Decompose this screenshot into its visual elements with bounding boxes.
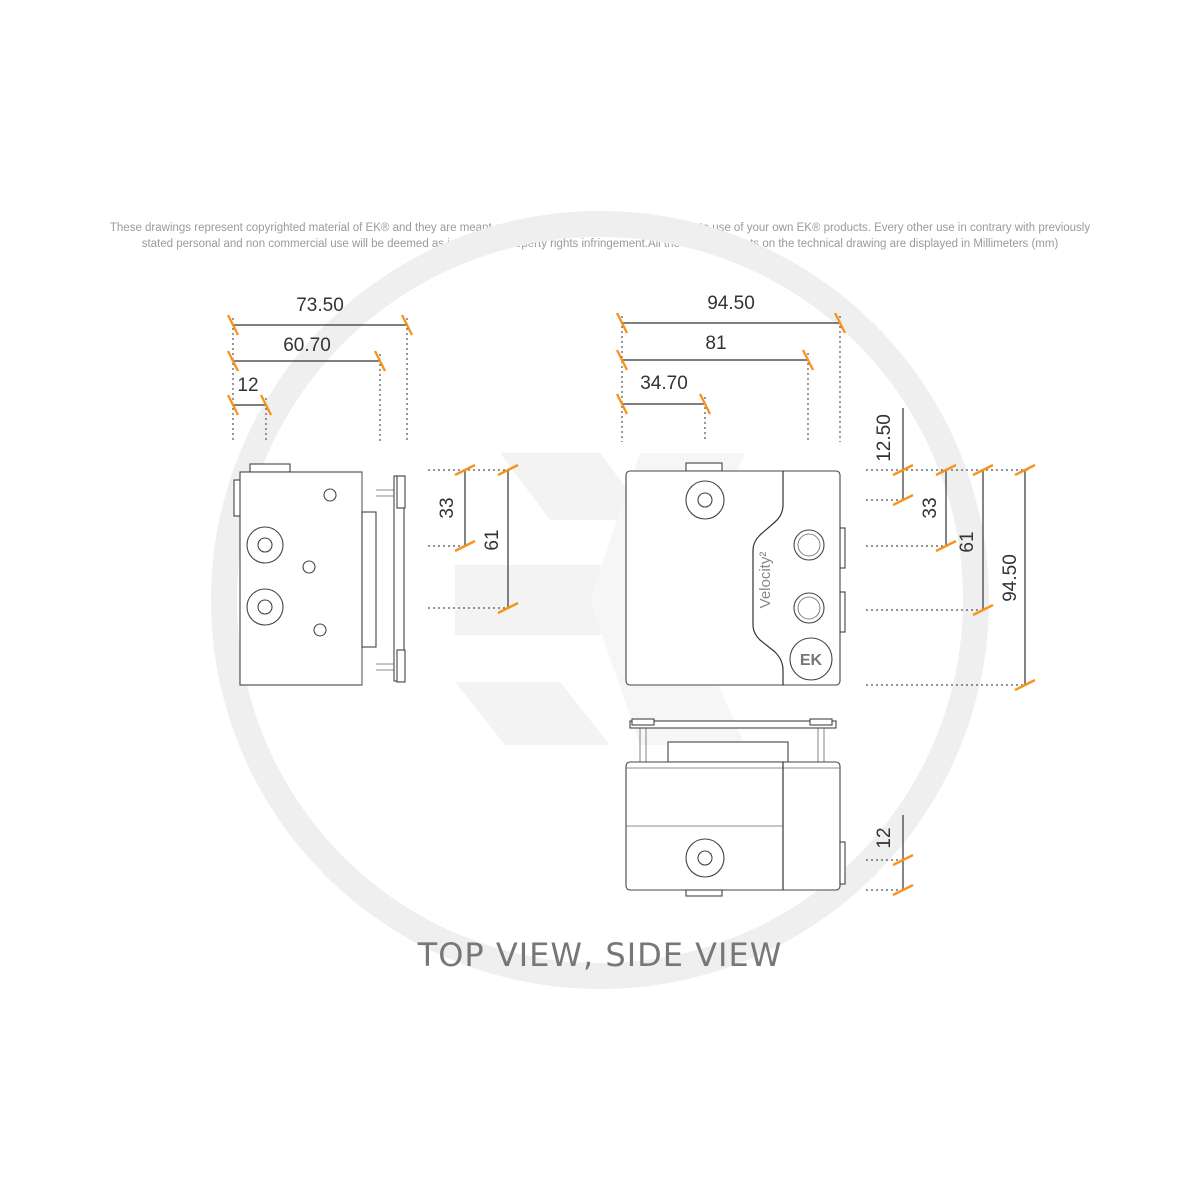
dim-94-50-right: 94.50 <box>1000 554 1021 602</box>
dim-33-right: 33 <box>920 497 941 518</box>
dim-94-50: 94.50 <box>707 293 755 314</box>
drawing-caption: TOP VIEW, SIDE VIEW <box>417 936 783 974</box>
top-view: 94.50 81 34.70 EK Velocity² 12.50 33 61 <box>615 293 1036 692</box>
dim-60-70: 60.70 <box>283 335 331 356</box>
left-view: 73.50 60.70 12 33 61 <box>226 295 519 686</box>
dim-34-70: 34.70 <box>640 373 688 394</box>
dim-12: 12 <box>237 375 258 396</box>
dim-12-side: 12 <box>874 827 895 848</box>
dim-61: 61 <box>482 529 503 550</box>
dim-33: 33 <box>437 497 458 518</box>
velocity-brand: Velocity² <box>757 552 774 609</box>
dim-73-50: 73.50 <box>296 295 344 316</box>
side-view: 12 <box>625 718 914 897</box>
dim-81: 81 <box>705 333 726 354</box>
ek-logo: EK <box>800 652 823 669</box>
dim-12-50: 12.50 <box>874 414 895 462</box>
dim-61-right: 61 <box>957 531 978 552</box>
notice-line-2: stated personal and non commercial use w… <box>141 238 1059 250</box>
extension-lines <box>232 318 408 442</box>
